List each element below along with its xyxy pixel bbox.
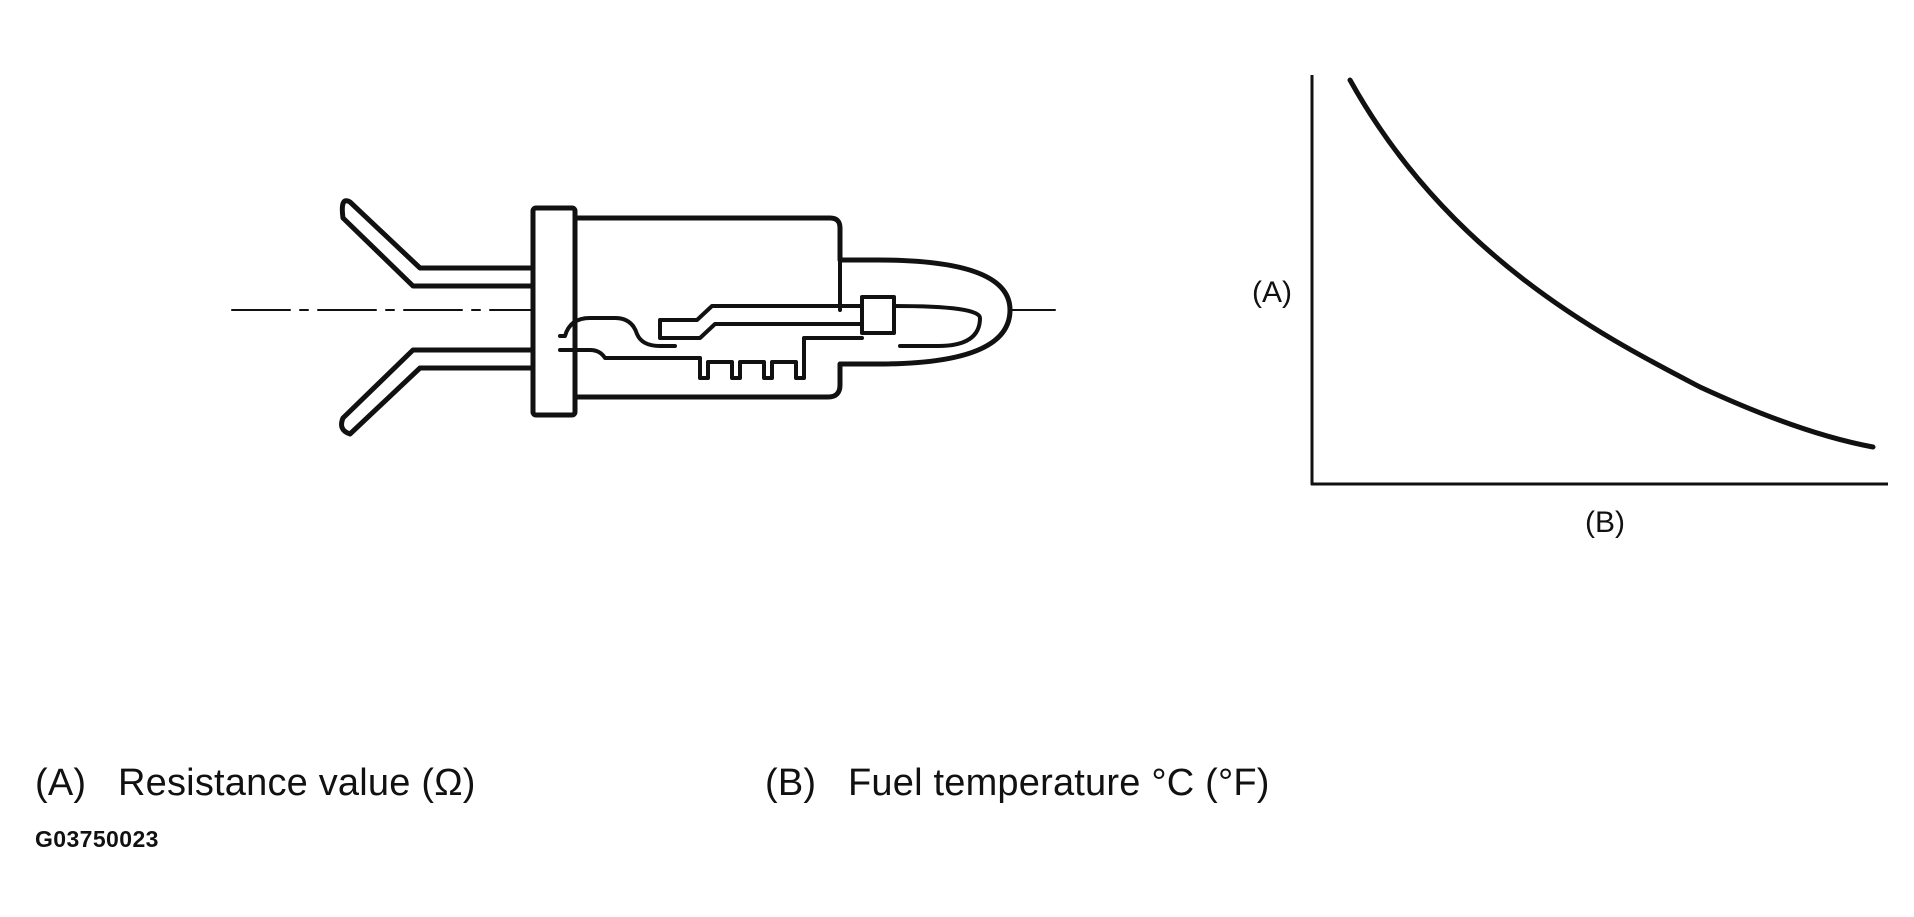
legend-item-b: (B) Fuel temperature °C (°F): [765, 762, 1270, 805]
thermistor-element: [860, 295, 896, 335]
legend-b-key: (B): [765, 762, 817, 804]
graph-y-axis-label: (A): [1252, 276, 1292, 309]
thermistor-tip-loop: [892, 304, 982, 348]
graph-x-axis-label: (B): [1585, 506, 1625, 539]
legend-b-text: Fuel temperature °C (°F): [848, 762, 1270, 804]
legend-a-text: Resistance value (Ω): [118, 762, 476, 804]
inner-conductor-channel: [558, 316, 677, 348]
legend-item-a: (A) Resistance value (Ω): [35, 762, 476, 805]
upper-terminal-lead: [339, 198, 536, 289]
resistance-temperature-graph: (A) (B): [1252, 75, 1888, 539]
legend-a-key: (A): [35, 762, 87, 804]
lower-terminal-lead: [339, 347, 558, 437]
figure-code: G03750023: [35, 826, 159, 852]
sensor-flange: [530, 205, 578, 418]
resistance-curve: [1347, 77, 1876, 450]
inner-sleeve-teeth: [558, 336, 864, 380]
fuel-temperature-sensor-drawing: [231, 198, 1056, 437]
inner-lead-wire: [658, 304, 864, 340]
